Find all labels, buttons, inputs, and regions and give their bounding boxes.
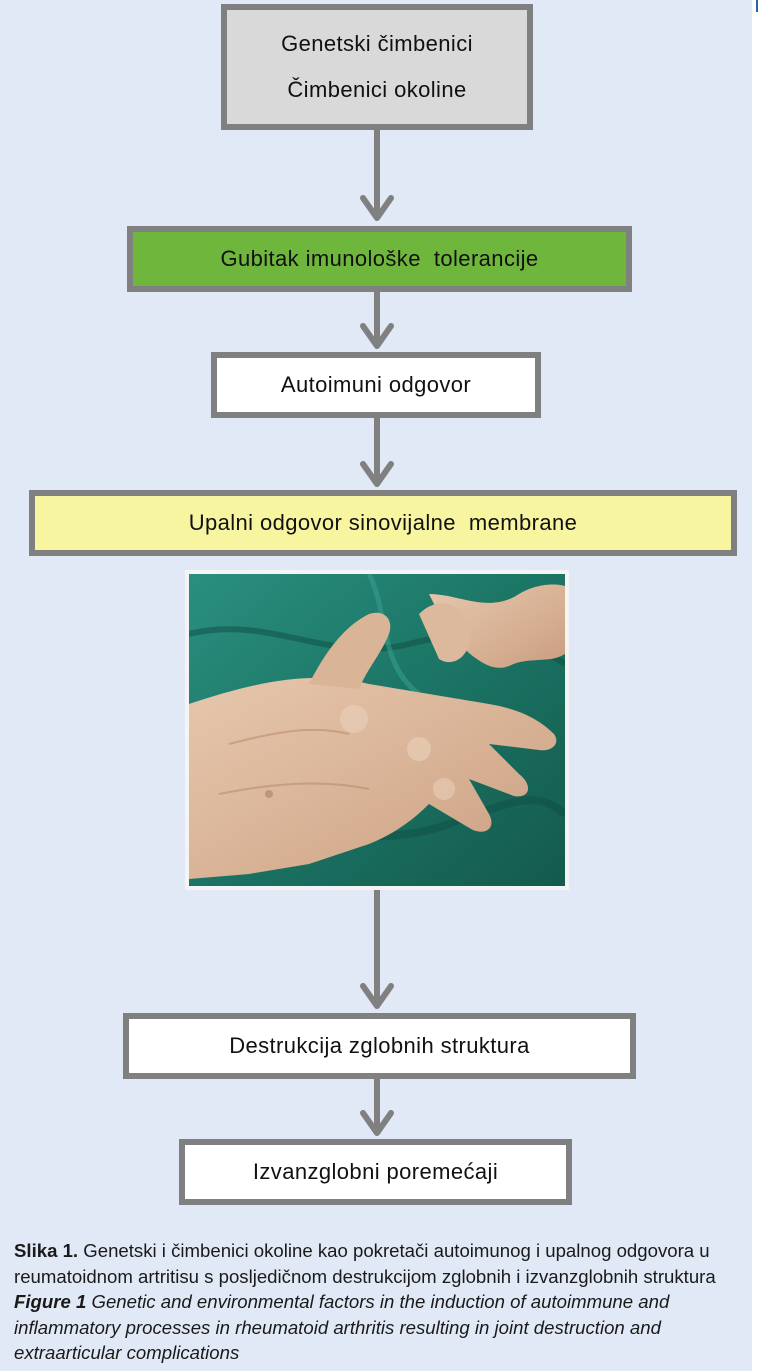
arrow-photo-to-destruction [361,890,393,1013]
caption-croatian: Slika 1. Genetski i čimbenici okoline ka… [14,1238,744,1289]
arrow-tolerance-to-autoimmune [361,292,393,352]
node-synovial-label: Upalni odgovor sinovijalne membrane [189,510,578,536]
caption-hr-label: Slika 1. [14,1240,78,1261]
caption-english: Figure 1 Genetic and environmental facto… [14,1289,744,1366]
node-genetic-environmental-factors: Genetski čimbenici Čimbenici okoline [221,4,533,130]
node-extraarticular-disorders: Izvanzglobni poremećaji [179,1139,572,1205]
node-loss-of-tolerance: Gubitak imunološke tolerancije [127,226,632,292]
caption-en-label: Figure 1 [14,1291,86,1312]
arrow-destruction-to-extraarticular [361,1079,393,1139]
figure-caption: Slika 1. Genetski i čimbenici okoline ka… [14,1238,744,1366]
node-autoimmune-response: Autoimuni odgovor [211,352,541,418]
node-factors-line1: Genetski čimbenici [281,21,473,67]
node-destruction-label: Destrukcija zglobnih struktura [229,1033,530,1059]
node-synovial-inflammation: Upalni odgovor sinovijalne membrane [29,490,737,556]
arrow-factors-to-tolerance [361,130,393,226]
rheumatoid-hand-photo [185,570,569,890]
caption-hr-text: Genetski i čimbenici okoline kao pokreta… [14,1240,716,1287]
node-autoimmune-label: Autoimuni odgovor [281,372,471,398]
arrow-autoimmune-to-synovial [361,418,393,490]
node-tolerance-label: Gubitak imunološke tolerancije [220,246,538,272]
node-joint-destruction: Destrukcija zglobnih struktura [123,1013,636,1079]
caption-en-text: Genetic and environmental factors in the… [14,1291,669,1363]
page-edge-rule [756,0,758,12]
node-factors-line2: Čimbenici okoline [287,67,466,113]
node-extraarticular-label: Izvanzglobni poremećaji [253,1159,498,1185]
